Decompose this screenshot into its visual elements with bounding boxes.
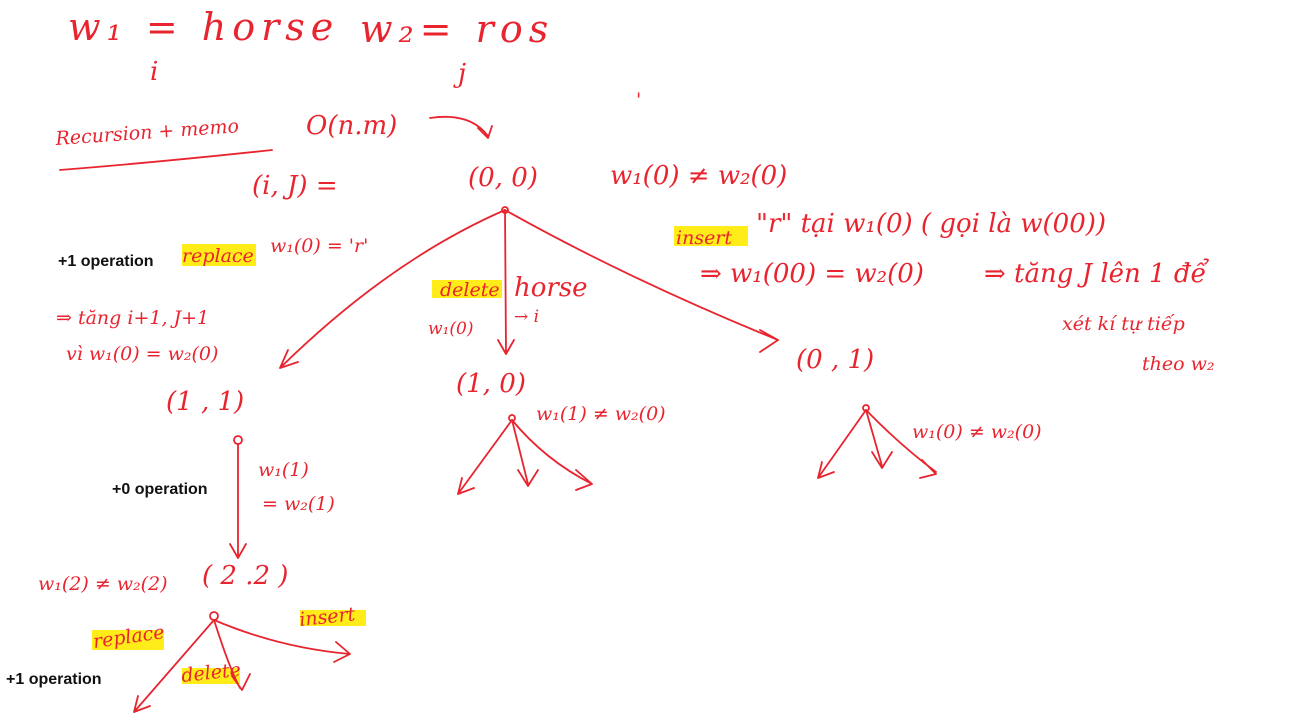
insert-explain-2: ⇒ tăng J lên 1 để bbox=[984, 258, 1210, 289]
op-count-level3: +1 operation bbox=[6, 671, 102, 688]
root-equation: (i, J) = bbox=[252, 171, 338, 201]
highlight-replace-2 bbox=[92, 630, 164, 650]
delete-label: delete bbox=[440, 279, 500, 301]
approach-label: Recursion + memo bbox=[54, 115, 240, 150]
match-cond-2: = w₂(1) bbox=[262, 493, 335, 515]
replace-explain-1: ⇒ tăng i+1, J+1 bbox=[56, 307, 209, 329]
edge-match bbox=[229, 443, 247, 559]
highlight-delete bbox=[432, 280, 502, 298]
level3-edge-delete bbox=[213, 619, 251, 691]
w1-definition: w₁ = horse bbox=[68, 5, 339, 49]
op-count-replace: +1 operation bbox=[58, 253, 154, 270]
level3-edge-replace bbox=[133, 619, 215, 713]
root-state: (0, 0) bbox=[468, 163, 538, 193]
highlight-delete-2 bbox=[182, 668, 240, 684]
level3-node bbox=[209, 611, 219, 621]
edge-delete bbox=[497, 209, 515, 355]
insert-explain-3: xét kí tự tiếp bbox=[1062, 313, 1185, 335]
replace-state: (1 , 1) bbox=[166, 387, 244, 417]
replace-note: w₁(0) = 'r' bbox=[270, 235, 368, 257]
insert-child-left bbox=[817, 409, 867, 479]
replace-explain-2: vì w₁(0) = w₂(0) bbox=[66, 343, 218, 365]
insert-child-mid bbox=[865, 409, 893, 469]
insert-note: "r" tại w₁(0) ( gọi là w(00)) bbox=[756, 209, 1106, 239]
index-j-label: j bbox=[453, 59, 466, 89]
root-condition: w₁(0) ≠ w₂(0) bbox=[610, 161, 787, 191]
insert-state: (0 , 1) bbox=[796, 345, 874, 375]
w2-definition: w₂= ros bbox=[360, 7, 554, 51]
highlight-insert bbox=[674, 226, 748, 246]
insert-label: insert bbox=[676, 227, 732, 249]
delete-condition: w₁(1) ≠ w₂(0) bbox=[536, 403, 666, 425]
delete-word: horse bbox=[514, 273, 588, 303]
match-cond-1: w₁(1) bbox=[258, 459, 309, 481]
insert-explain-4: theo w₂ bbox=[1142, 353, 1214, 375]
complexity-arrow bbox=[429, 115, 493, 139]
stray-mark: ' bbox=[636, 89, 641, 111]
replace-node bbox=[233, 435, 243, 445]
delete-child-mid bbox=[511, 419, 539, 487]
edge-insert bbox=[504, 209, 779, 353]
insert-explain-1: ⇒ w₁(00) = w₂(0) bbox=[700, 259, 924, 289]
highlight-replace bbox=[182, 244, 256, 266]
level3-insert-label: insert bbox=[298, 603, 356, 631]
delete-state: (1, 0) bbox=[456, 369, 526, 399]
delete-child-left bbox=[457, 419, 513, 495]
index-i-label: i bbox=[150, 57, 158, 87]
highlight-insert-2 bbox=[300, 610, 366, 626]
delete-arrow-i: → i bbox=[514, 307, 539, 327]
edge-replace bbox=[279, 209, 506, 369]
op-count-match: +0 operation bbox=[112, 481, 208, 498]
insert-child-right bbox=[865, 409, 937, 479]
level3-state: ( 2 .2 ) bbox=[202, 561, 288, 591]
delete-child-right bbox=[511, 419, 593, 491]
level3-condition: w₁(2) ≠ w₂(2) bbox=[38, 573, 168, 595]
replace-label: replace bbox=[182, 245, 254, 267]
delete-note: w₁(0) bbox=[428, 319, 473, 339]
approach-underline bbox=[59, 149, 273, 171]
level3-edge-insert bbox=[213, 619, 351, 663]
insert-condition: w₁(0) ≠ w₂(0) bbox=[912, 421, 1042, 443]
complexity-label: O(n.m) bbox=[306, 111, 397, 141]
